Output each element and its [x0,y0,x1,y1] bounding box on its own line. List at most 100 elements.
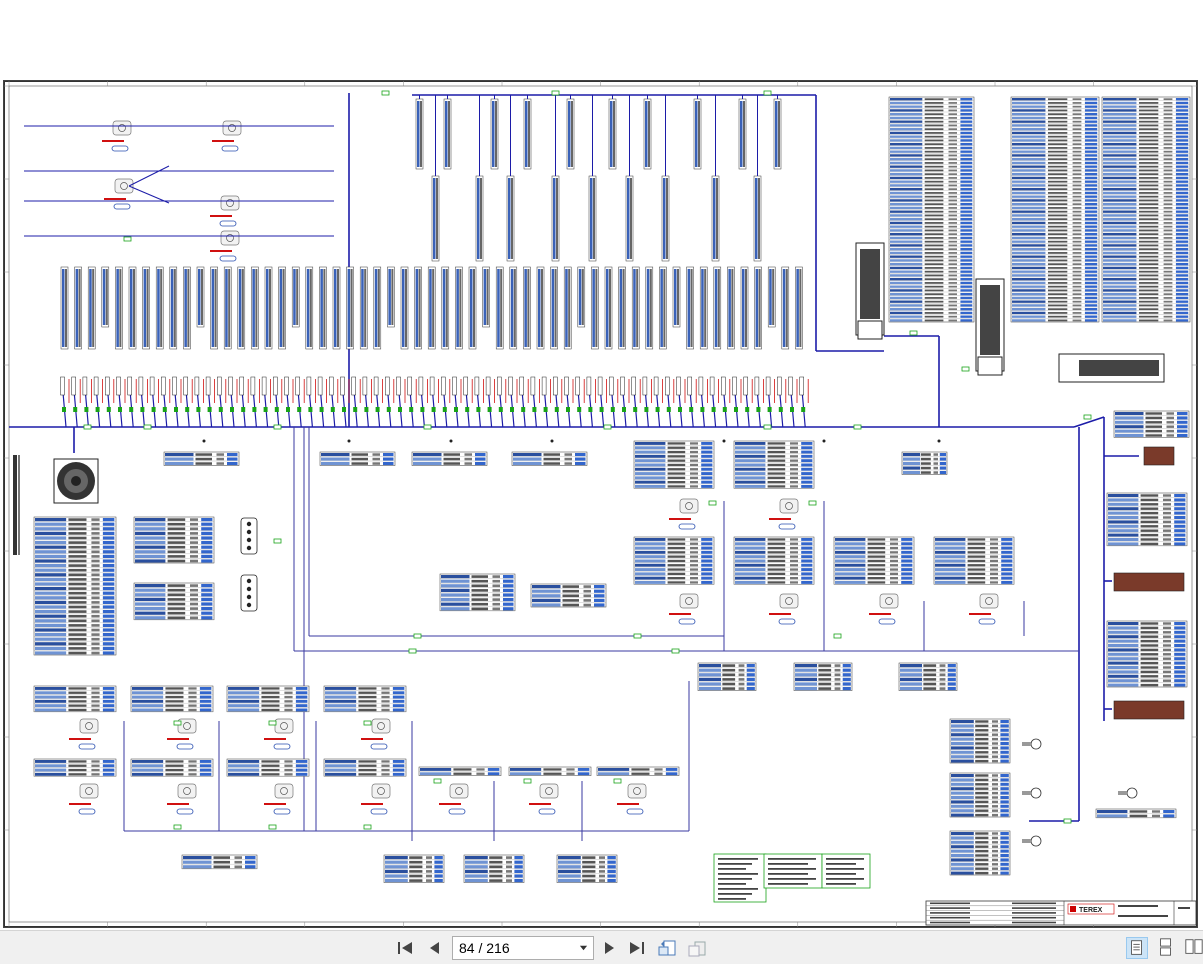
title-text [1012,902,1056,905]
vertical-pin-table [551,95,560,262]
vertical-pin-table [608,95,617,170]
connector-symbol [104,178,134,210]
ecu-connector-left [855,242,885,340]
pin-table [633,440,715,489]
fuse-drop [284,376,294,428]
vertical-pin-table [115,266,123,350]
fuse-drop [116,376,126,428]
continuous-view-button[interactable] [1156,937,1178,959]
first-page-button[interactable] [394,937,416,959]
fit-page-button[interactable] [686,937,708,959]
connector-symbol [69,783,99,815]
title-text [930,916,970,919]
pin-table [33,516,117,656]
fuse-drop [71,376,81,428]
vertical-pin-table [455,266,463,350]
fuse-drop [541,376,551,428]
connector-symbol [769,498,799,530]
fuse-drop [60,376,70,428]
previous-page-button[interactable] [424,937,446,959]
chevron-down-icon [579,945,588,950]
pin-table [163,451,240,466]
next-page-button[interactable] [598,937,620,959]
ring-terminal [1022,835,1042,847]
vertical-pin-table [169,266,178,350]
page-number-box[interactable] [452,936,594,960]
fuse-drop [575,376,585,428]
vertical-pin-table [536,266,545,350]
pin-table [596,766,680,776]
pin-table [1095,808,1177,819]
pin-table [888,96,975,323]
vertical-pin-table [645,266,654,350]
connector-symbol [212,120,242,152]
lower-harness [123,427,1079,841]
fuse-drop [306,376,316,428]
vertical-pin-table [305,266,314,350]
vertical-pin-table [711,95,720,262]
fuse-drop [653,376,663,428]
title-text [1012,912,1056,914]
connector-symbol [969,593,999,625]
pin-table [733,536,815,585]
last-page-button[interactable] [626,937,648,959]
vertical-pin-table [183,266,191,350]
fuse-drop [396,376,406,428]
connector-symbol [102,120,132,152]
vertical-pin-table [795,266,803,350]
wire-tag [613,778,622,784]
splice-markers [202,439,941,443]
pin-table [226,758,310,777]
wire-tag [268,720,277,726]
vertical-pin-table [431,95,440,262]
fuse-drop [765,376,775,428]
viewer-toolbar [0,930,1203,964]
vertical-pin-table [87,266,96,350]
pin-table [933,536,1015,585]
note-line [768,883,808,885]
fuse-drop [407,376,417,428]
vertical-pin-table [781,266,790,350]
vertical-pin-table [155,266,164,350]
fuse-drop [530,376,540,428]
terminal-strips [1113,446,1185,720]
previous-page-icon [430,942,439,954]
pin-table [1113,410,1190,438]
plug-connector [240,574,258,612]
connector-symbols [69,120,1138,847]
vertical-pin-table [625,95,634,262]
single-page-view-icon [1131,940,1142,955]
fuse-drop [687,376,697,428]
page-dropdown-button[interactable] [573,937,593,959]
vertical-pin-table [672,266,681,328]
vertical-pin-table [373,266,382,350]
pin-table [556,854,618,883]
vertical-pin-table [359,266,368,350]
pin-table [833,536,915,585]
wire-tag [1063,818,1072,824]
fuse-drop [161,376,171,428]
two-page-view-button[interactable] [1184,937,1203,959]
fuse-drop [127,376,137,428]
pin-table [323,758,407,777]
page-number-input[interactable] [453,937,571,959]
wire-tag [551,90,560,96]
fuse-drop [597,376,607,428]
fuse-drop [351,376,361,428]
fuse-drop [586,376,596,428]
vertical-pin-table [618,266,626,350]
wire-tag [633,633,642,639]
single-page-view-button[interactable] [1126,937,1148,959]
note-line [718,878,752,880]
wire-tag [909,330,918,336]
pin-table [226,685,310,713]
vertical-pin-table [237,266,246,350]
vertical-pin-table [475,95,484,262]
document-viewer: TEREX [3,80,1198,928]
connector-symbol [617,783,647,815]
vertical-pin-table [686,266,694,350]
circular-connector [53,458,99,504]
note-line [826,883,856,885]
rotate-button[interactable] [656,937,678,959]
pin-table [898,662,958,691]
